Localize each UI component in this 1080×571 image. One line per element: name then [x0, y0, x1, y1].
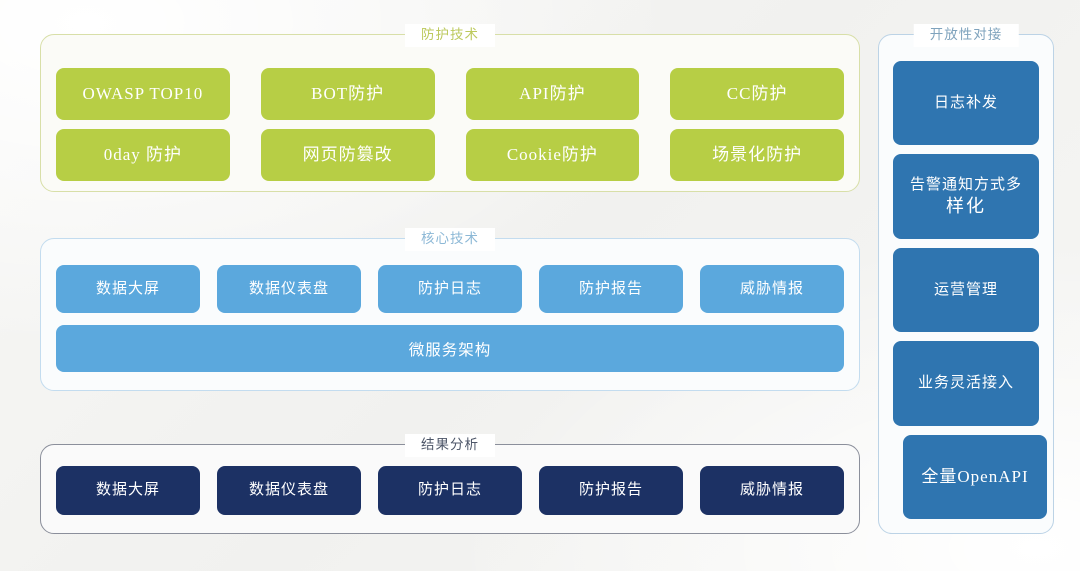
core-item-protection-report[interactable]: 防护报告: [539, 265, 683, 313]
core-technology-panel: 核心技术 数据大屏 数据仪表盘 防护日志 防护报告 威胁情报 微服务架构: [40, 228, 860, 391]
microservice-architecture-bar[interactable]: 微服务架构: [56, 325, 844, 372]
open-integration-panel: 开放性对接 日志补发 告警通知方式多 样化 运营管理 业务灵活接入 全量Open…: [878, 24, 1054, 534]
protection-item-owasp-top10[interactable]: OWASP TOP10: [56, 68, 230, 120]
protection-item-scenario[interactable]: 场景化防护: [670, 129, 844, 181]
core-item-threat-intelligence[interactable]: 威胁情报: [700, 265, 844, 313]
result-item-threat-intelligence[interactable]: 威胁情报: [700, 466, 844, 515]
protection-item-bot[interactable]: BOT防护: [260, 68, 435, 120]
protection-technology-grid: OWASP TOP10 BOT防护 API防护 CC防护 0day 防护 网页防…: [56, 68, 844, 181]
core-technology-title: 核心技术: [405, 228, 495, 251]
open-item-log-resend[interactable]: 日志补发: [893, 61, 1039, 146]
result-item-protection-report[interactable]: 防护报告: [539, 466, 683, 515]
result-item-data-dashboard[interactable]: 数据仪表盘: [217, 466, 361, 515]
result-analysis-panel: 结果分析 数据大屏 数据仪表盘 防护日志 防护报告 威胁情报: [40, 434, 860, 534]
open-item-flexible-business-access[interactable]: 业务灵活接入: [893, 341, 1039, 426]
open-integration-title: 开放性对接: [913, 24, 1019, 47]
open-item-alarm-notification-line1: 告警通知方式多: [909, 175, 1022, 193]
core-technology-grid: 数据大屏 数据仪表盘 防护日志 防护报告 威胁情报: [56, 265, 844, 313]
result-item-protection-log[interactable]: 防护日志: [378, 466, 522, 515]
open-item-alarm-notification-line2: 样化: [946, 195, 986, 216]
open-item-full-openapi[interactable]: 全量OpenAPI: [903, 434, 1047, 520]
protection-item-0day[interactable]: 0day 防护: [56, 129, 230, 181]
result-analysis-grid: 数据大屏 数据仪表盘 防护日志 防护报告 威胁情报: [56, 466, 844, 515]
open-item-operations-management[interactable]: 运营管理: [893, 247, 1039, 333]
protection-technology-panel: 防护技术 OWASP TOP10 BOT防护 API防护 CC防护 0day 防…: [40, 24, 860, 192]
protection-item-cc[interactable]: CC防护: [670, 68, 844, 120]
protection-item-cookie[interactable]: Cookie防护: [465, 129, 640, 181]
result-analysis-title: 结果分析: [405, 434, 495, 457]
open-integration-list: 日志补发 告警通知方式多 样化 运营管理 业务灵活接入 全量OpenAPI: [893, 61, 1047, 520]
core-item-data-dashboard[interactable]: 数据仪表盘: [217, 265, 361, 313]
open-item-alarm-notification[interactable]: 告警通知方式多 样化: [893, 154, 1039, 239]
result-item-data-screen[interactable]: 数据大屏: [56, 466, 200, 515]
protection-item-webpage-tamper[interactable]: 网页防篡改: [260, 129, 435, 181]
core-item-protection-log[interactable]: 防护日志: [378, 265, 522, 313]
protection-item-api[interactable]: API防护: [465, 68, 640, 120]
protection-technology-title: 防护技术: [405, 24, 495, 47]
core-item-data-screen[interactable]: 数据大屏: [56, 265, 200, 313]
